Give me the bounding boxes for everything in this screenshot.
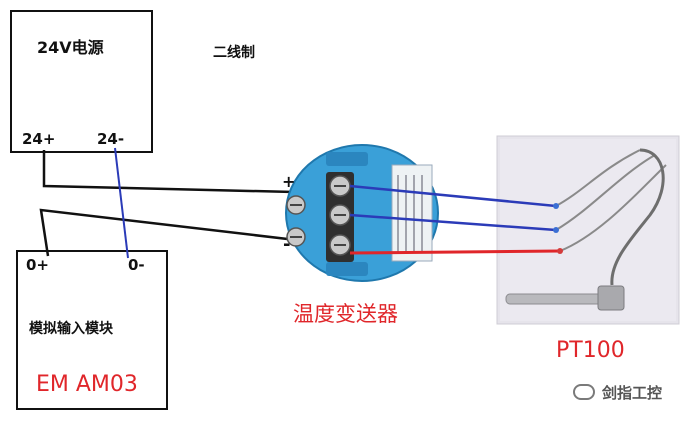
wire-sensor-2 <box>349 213 557 232</box>
power-supply-box <box>10 10 153 153</box>
temperature-transmitter <box>285 144 439 282</box>
power-supply-title: 24V电源 <box>37 38 104 57</box>
module-model: EM AM03 <box>36 372 138 397</box>
wire-sensor-1 <box>349 184 557 208</box>
wire-sensor-3 <box>349 249 561 255</box>
wire-power-positive <box>42 150 295 194</box>
pt100-probe <box>505 293 611 305</box>
module-terminal-positive: 0+ <box>26 256 50 274</box>
transmitter-label-plate <box>391 164 433 262</box>
pt100-sensor <box>505 148 667 311</box>
module-title: 模拟输入模块 <box>29 321 113 337</box>
wechat-icon <box>573 384 595 400</box>
transmitter-caption: 温度变送器 <box>293 302 398 326</box>
transmitter-minus-mark: - <box>283 234 291 255</box>
analog-input-module-box <box>16 250 168 410</box>
power-terminal-negative: 24- <box>97 130 125 148</box>
wire-module-positive <box>39 208 297 257</box>
sensor-caption: PT100 <box>556 338 625 363</box>
transmitter-plus-mark: + <box>282 172 296 191</box>
watermark-text: 剑指工控 <box>602 384 663 402</box>
power-terminal-positive: 24+ <box>22 130 56 148</box>
wiring-note: 二线制 <box>213 45 255 61</box>
wire-power-negative <box>114 147 129 259</box>
module-terminal-negative: 0- <box>128 256 145 274</box>
